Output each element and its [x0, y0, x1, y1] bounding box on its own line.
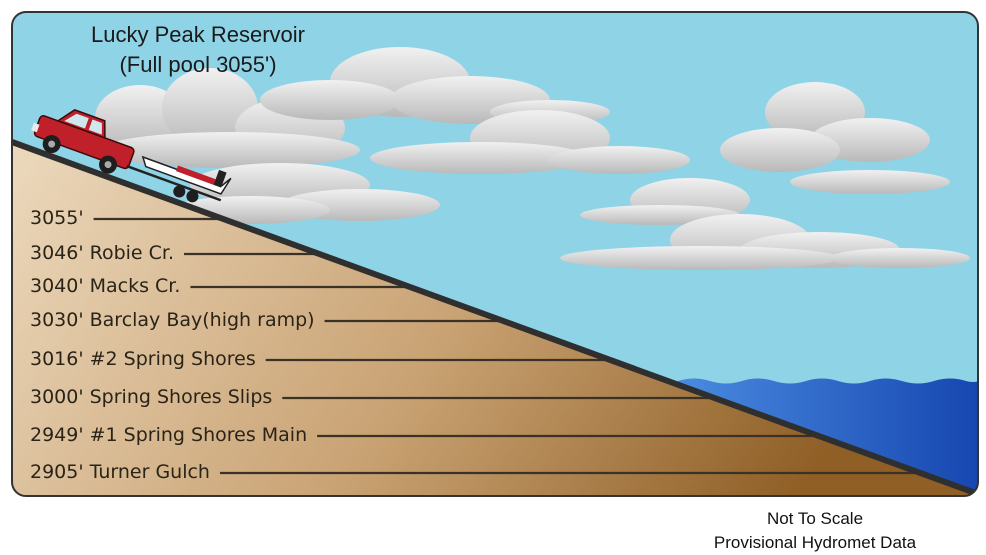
level-label: 2905' Turner Gulch	[30, 461, 210, 483]
footnote: Not To Scale Provisional Hydromet Data	[660, 507, 970, 555]
level-label: 3046' Robie Cr.	[30, 242, 175, 264]
level-label: 3000' Spring Shores Slips	[30, 386, 273, 408]
cloud	[370, 110, 690, 174]
diagram-frame	[11, 11, 979, 497]
cloud	[170, 163, 440, 224]
diagram-title: Lucky Peak Reservoir (Full pool 3055')	[58, 20, 338, 80]
title-line-2: (Full pool 3055')	[119, 52, 277, 77]
boat-trailer-icon	[126, 155, 232, 203]
boat-ramp-edge	[12, 139, 978, 496]
title-line-1: Lucky Peak Reservoir	[91, 22, 305, 47]
not-to-scale-note: Not To Scale	[766, 509, 864, 528]
level-label: 3040' Macks Cr.	[30, 275, 181, 297]
data-source-note: Provisional Hydromet Data	[713, 533, 917, 552]
level-label: 2949' #1 Spring Shores Main	[30, 424, 308, 446]
clouds	[95, 47, 970, 270]
level-label: 3055'	[30, 207, 84, 229]
pickup-truck-icon	[31, 109, 135, 174]
cloud	[720, 82, 950, 194]
level-label: 3030' Barclay Bay(high ramp)	[30, 309, 315, 331]
level-lines	[93, 217, 921, 475]
level-label: 3016' #2 Spring Shores	[30, 348, 256, 370]
cloud	[560, 214, 970, 270]
